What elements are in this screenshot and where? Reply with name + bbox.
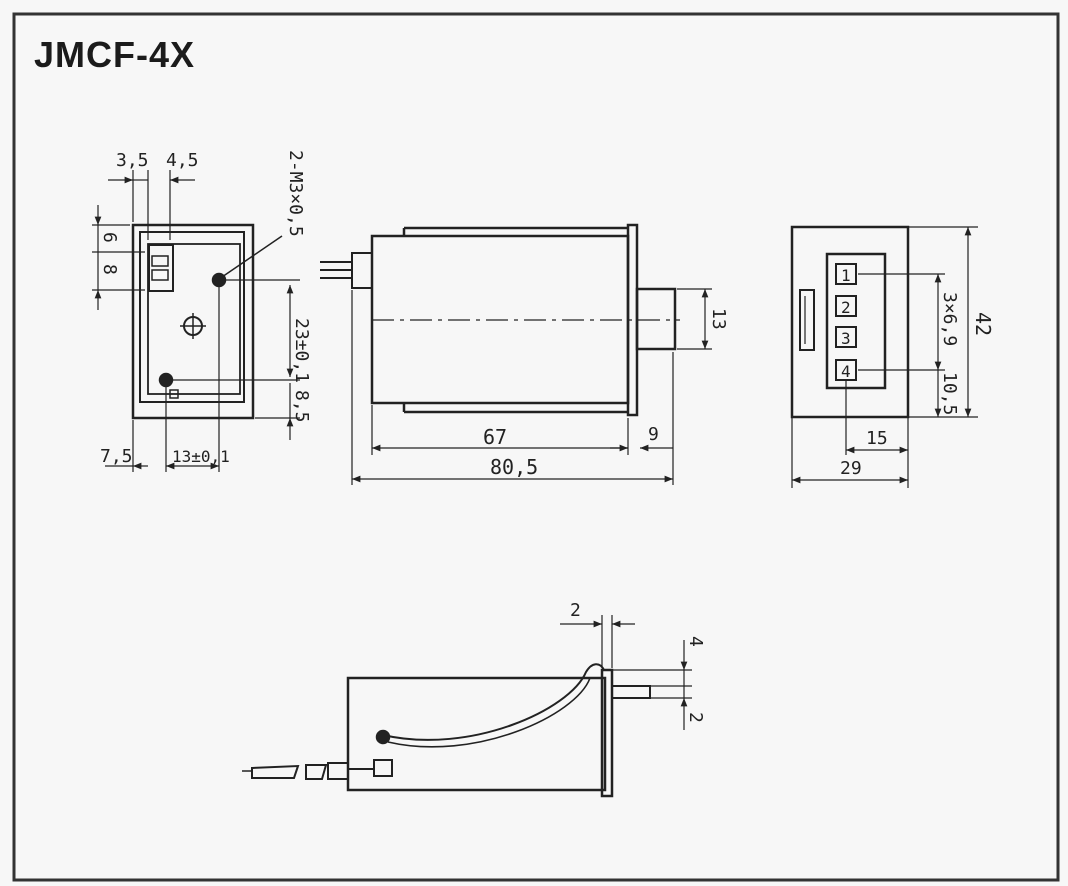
- side-slot: [799, 289, 815, 351]
- side-dimensions: [351, 288, 712, 485]
- dim-end-window: 15: [866, 428, 888, 449]
- front-outer-body: [131, 223, 255, 420]
- dim-side-body: 67: [483, 425, 507, 449]
- dim-bottom-gap: 2: [570, 600, 581, 621]
- model-title: JMCF-4X: [34, 34, 196, 75]
- dim-side-shaft-dia: 13: [708, 308, 729, 330]
- dim-front-left-upper: 6: [99, 232, 120, 243]
- digit-1: 1: [841, 266, 851, 285]
- thread-label: 2-M3×0,5: [285, 150, 306, 237]
- end-body: [790, 225, 910, 419]
- dim-front-left-lower: 8: [99, 264, 120, 275]
- bottom-wire: [382, 663, 605, 741]
- bottom-shaft: [611, 685, 651, 699]
- digit-window: [825, 252, 887, 390]
- end-dimensions: [791, 226, 978, 488]
- front-terminal-block: [148, 244, 174, 292]
- sheet-border: [12, 12, 1060, 882]
- dim-front-bottom-mid: 13±0,1: [172, 447, 230, 466]
- dim-end-bottom: 10,5: [939, 372, 960, 415]
- mounting-hole-bottom: [158, 372, 174, 388]
- front-inner-frame: [139, 231, 245, 403]
- side-terminal-block: [351, 252, 373, 289]
- dim-bottom-top: 4: [685, 636, 706, 647]
- dim-end-width: 29: [840, 458, 862, 479]
- dim-end-pitch: 3×6,9: [939, 292, 960, 346]
- dim-front-right-main: 23±0,1: [291, 318, 312, 383]
- dim-front-top-left: 3,5: [116, 150, 149, 171]
- digit-3: 3: [841, 329, 851, 348]
- bottom-body: [346, 676, 607, 792]
- bottom-view: [242, 663, 651, 798]
- front-view: [131, 223, 255, 420]
- bottom-flange: [600, 668, 614, 798]
- bottom-terminal: [327, 762, 349, 780]
- dim-end-height: 42: [971, 312, 995, 336]
- dim-side-total: 80,5: [490, 455, 538, 479]
- dim-front-top-right: 4,5: [166, 150, 199, 171]
- dim-front-bottom-left: 7,5: [100, 446, 133, 467]
- dim-front-right-lower: 8,5: [291, 390, 312, 423]
- digit-4: 4: [841, 362, 851, 381]
- front-inner-panel: [147, 243, 241, 395]
- digit-2: 2: [841, 298, 851, 317]
- end-view: [790, 225, 910, 419]
- side-shaft: [635, 287, 677, 351]
- bottom-dimensions: [560, 615, 692, 730]
- front-dimensions: [92, 170, 300, 472]
- dim-bottom-lower: 2: [685, 712, 706, 723]
- dim-side-shaft-length: 9: [648, 424, 659, 445]
